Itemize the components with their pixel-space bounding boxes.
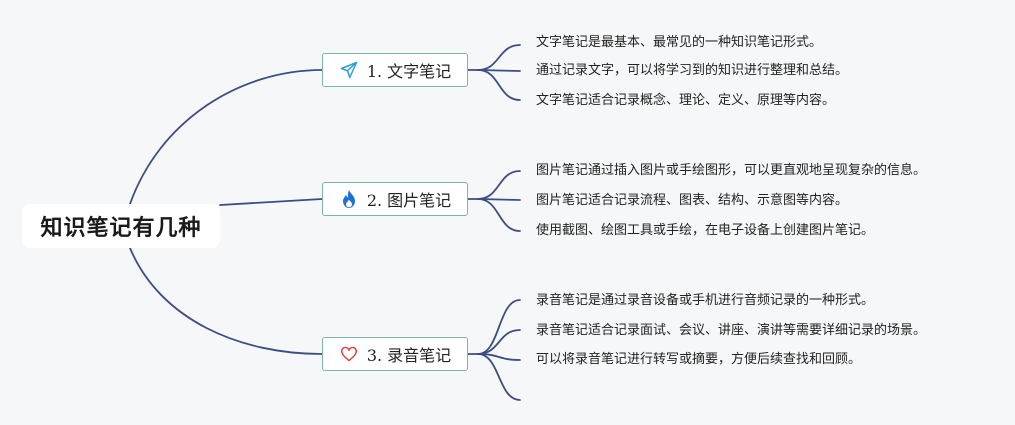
root-to-branch-3-line <box>129 247 323 355</box>
root-title: 知识笔记有几种 <box>40 216 202 241</box>
root-to-branch-1-line <box>129 69 323 205</box>
branch-2-label: 2. 图片笔记 <box>366 191 452 210</box>
leaf-3-2[interactable]: 录音笔记适合记录面试、会议、讲座、演讲等需要详细记录的场景。 <box>536 323 927 338</box>
branch-3-leaf-2-line <box>477 329 521 355</box>
branch-node-2[interactable]: 2. 图片笔记 <box>322 182 468 216</box>
paper-plane-icon <box>339 60 359 80</box>
root-node[interactable]: 知识笔记有几种 <box>22 204 220 248</box>
branch-node-1[interactable]: 1. 文字笔记 <box>322 53 468 87</box>
branch-1-label: 1. 文字笔记 <box>366 62 452 81</box>
leaf-3-3[interactable]: 可以将录音笔记进行转写或摘要，方便后续查找和回顾。 <box>536 352 862 367</box>
heart-icon <box>339 344 359 364</box>
branch-3-leaf-1-line <box>477 299 521 355</box>
branch-2-leaf-2-line <box>477 198 521 201</box>
leaf-1-3[interactable]: 文字笔记适合记录概念、理论、定义、原理等内容。 <box>536 93 836 108</box>
leaf-1-2[interactable]: 通过记录文字，可以将学习到的知识进行整理和总结。 <box>536 63 849 78</box>
branch-1-leaf-3-line <box>477 69 521 101</box>
branch-2-leaf-1-line <box>477 170 521 200</box>
branch-3-label: 3. 录音笔记 <box>366 346 452 365</box>
leaf-2-1[interactable]: 图片笔记通过插入图片或手绘图形，可以更直观地呈现复杂的信息。 <box>536 163 927 178</box>
branch-1-leaf-1-line <box>477 44 521 71</box>
root-to-branch-2-line <box>219 198 323 206</box>
leaf-1-1[interactable]: 文字笔记是最基本、最常见的一种知识笔记形式。 <box>536 35 823 50</box>
leaf-3-1[interactable]: 录音笔记是通过录音设备或手机进行音频记录的一种形式。 <box>536 293 875 308</box>
branch-2-leaf-3-line <box>477 198 521 232</box>
branch-3-leaf-4-line <box>477 353 521 401</box>
branch-node-3[interactable]: 3. 录音笔记 <box>322 337 468 371</box>
branch-1-leaf-2-line <box>477 69 521 72</box>
leaf-2-3[interactable]: 使用截图、绘图工具或手绘，在电子设备上创建图片笔记。 <box>536 223 875 238</box>
flame-icon <box>339 189 359 209</box>
leaf-2-2[interactable]: 图片笔记适合记录流程、图表、结构、示意图等内容。 <box>536 193 849 208</box>
